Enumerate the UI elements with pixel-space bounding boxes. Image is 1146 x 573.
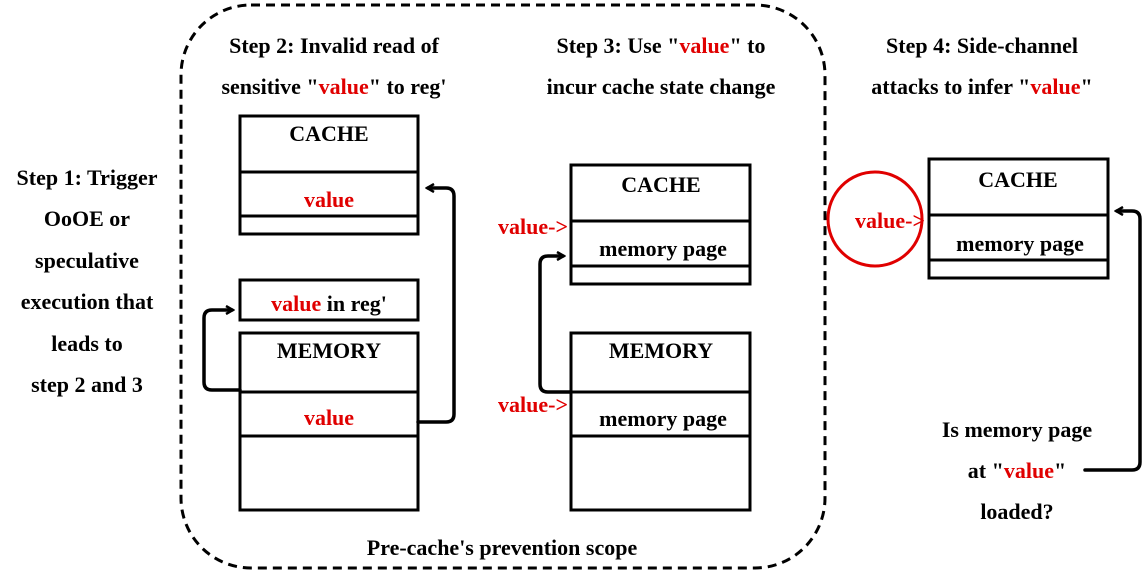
step3-cache-box: CACHE memory page — [569, 163, 752, 286]
step3-memory-label: MEMORY — [609, 338, 713, 363]
register-value: value — [271, 291, 321, 316]
highlight-circle — [826, 170, 924, 268]
question-line1: Is memory page — [942, 417, 1093, 442]
step3-title: Step 3: Use "value" to incur cache state… — [547, 33, 776, 99]
step3-cache-label: CACHE — [621, 172, 700, 197]
step4-title-line1: Step 4: Side-channel — [886, 33, 1078, 58]
step4-cache-box: CACHE memory page — [927, 157, 1110, 280]
step4-question: Is memory page at "value" loaded? — [942, 417, 1093, 524]
step1-line: speculative — [35, 248, 139, 273]
step3-cache-frame — [569, 163, 752, 286]
prevention-scope-label: Pre-cache's prevention scope — [367, 535, 638, 560]
step2-title-value: value — [319, 74, 369, 99]
step1-description: Step 1: Trigger OoOE or speculative exec… — [17, 165, 158, 397]
step2-title-text: " to reg' — [369, 74, 447, 99]
question-value: value — [1004, 458, 1054, 483]
step4-title-value: value — [1030, 74, 1080, 99]
step2-cache-value: value — [304, 187, 354, 212]
step1-line: OoOE or — [44, 206, 130, 231]
step2-memory-box: MEMORY value — [238, 331, 420, 512]
step4-title-line2: attacks to infer "value" — [871, 74, 1092, 99]
step4-cache-frame — [927, 157, 1110, 280]
step4-cache-row: memory page — [956, 231, 1084, 256]
step3-title-value: value — [679, 33, 729, 58]
question-line2: at "value" — [968, 458, 1066, 483]
step3-memory-box: MEMORY memory page — [569, 331, 752, 512]
prevention-scope-boundary — [179, 3, 827, 570]
step2-title-line1: Step 2: Invalid read of — [229, 33, 440, 58]
step2-cache-box: CACHE value — [238, 114, 420, 236]
step2-title-line2: sensitive "value" to reg' — [221, 74, 446, 99]
step4-title: Step 4: Side-channel attacks to infer "v… — [871, 33, 1092, 99]
step2-memory-frame — [238, 331, 420, 512]
step4-title-text: " — [1080, 74, 1092, 99]
step3-cache-pointer: value-> — [498, 214, 568, 239]
step2-cache-frame — [238, 114, 420, 236]
step3-cache-row: memory page — [599, 236, 727, 261]
step3-title-text: " to — [729, 33, 765, 58]
step4-pointer: value-> — [855, 208, 925, 233]
step1-line: leads to — [51, 331, 123, 356]
step2-memory-value: value — [304, 405, 354, 430]
question-text: at " — [968, 458, 1004, 483]
register-frame — [238, 278, 420, 322]
step3-memory-row: memory page — [599, 406, 727, 431]
step2-cache-label: CACHE — [289, 121, 368, 146]
arrow-memory-to-cache — [416, 188, 456, 424]
register-suffix: in reg' — [321, 291, 387, 316]
step1-line: Step 1: Trigger — [17, 165, 158, 190]
step3-memory-pointer: value-> — [498, 392, 568, 417]
step2-memory-label: MEMORY — [277, 338, 381, 363]
arrow-memory-page-to-cache — [538, 256, 573, 394]
register-label: value in reg' — [271, 291, 387, 316]
step1-line: step 2 and 3 — [31, 372, 143, 397]
step4-title-text: attacks to infer " — [871, 74, 1030, 99]
step1-line: execution that — [21, 289, 154, 314]
step3-memory-frame — [569, 331, 752, 512]
arrow-question-to-cache — [1083, 211, 1142, 472]
question-line3: loaded? — [980, 499, 1053, 524]
step2-title-text: sensitive " — [221, 74, 318, 99]
step2-title: Step 2: Invalid read of sensitive "value… — [221, 33, 446, 99]
step3-title-text: Step 3: Use " — [557, 33, 680, 58]
step2-register-box: value in reg' — [238, 278, 420, 322]
step3-title-line2: incur cache state change — [547, 74, 776, 99]
step3-title-line1: Step 3: Use "value" to — [557, 33, 766, 58]
arrow-memory-to-register — [202, 310, 242, 392]
question-text: " — [1054, 458, 1066, 483]
step4-cache-label: CACHE — [978, 167, 1057, 192]
